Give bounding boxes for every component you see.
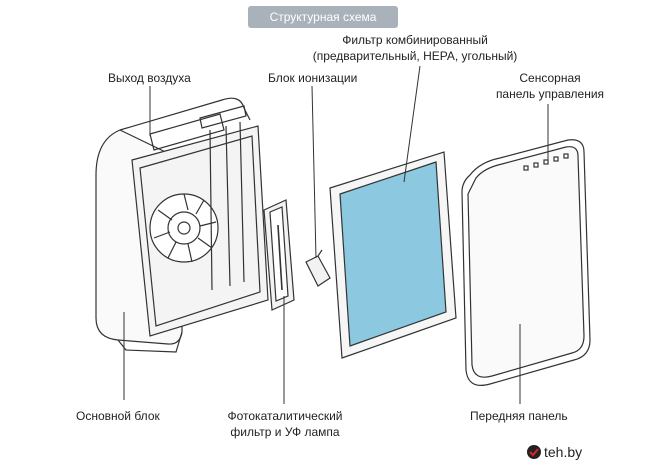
label-combined-filter-line1: Фильтр комбинированный: [342, 33, 488, 47]
label-touch-panel-line1: Сенсорная: [519, 71, 581, 85]
label-front-panel: Передняя панель: [470, 409, 568, 423]
front-panel-illustration: [461, 139, 591, 386]
label-photocatalytic-filter: Фотокаталитический фильтр и УФ лампа: [212, 408, 358, 440]
label-ionization-block: Блок ионизации: [268, 71, 358, 85]
ionization-block-illustration: [305, 249, 331, 287]
label-touch-panel: Сенсорная панель управления: [486, 70, 614, 102]
watermark: teh.by: [526, 440, 666, 464]
label-air-outlet: Выход воздуха: [108, 71, 191, 85]
leader-filter: [403, 65, 421, 183]
photocatalytic-filter-illustration: [263, 199, 295, 311]
watermark-logo-icon: [527, 445, 541, 459]
label-combined-filter: Фильтр комбинированный (предварительный,…: [290, 32, 540, 64]
label-main-unit: Основной блок: [76, 409, 160, 423]
combined-filter-illustration: [329, 151, 457, 359]
title-badge: Структурная схема: [248, 6, 398, 28]
main-unit-illustration: [95, 97, 269, 353]
leader-ionization: [311, 85, 317, 259]
label-photocatalytic-line1: Фотокаталитический: [227, 409, 343, 423]
label-photocatalytic-line2: фильтр и УФ лампа: [230, 425, 340, 439]
label-touch-panel-line2: панель управления: [495, 87, 605, 101]
watermark-text: teh.by: [544, 444, 583, 460]
label-combined-filter-line2: (предварительный, HEPA, угольный): [312, 49, 518, 63]
leader-lines: [123, 65, 549, 404]
